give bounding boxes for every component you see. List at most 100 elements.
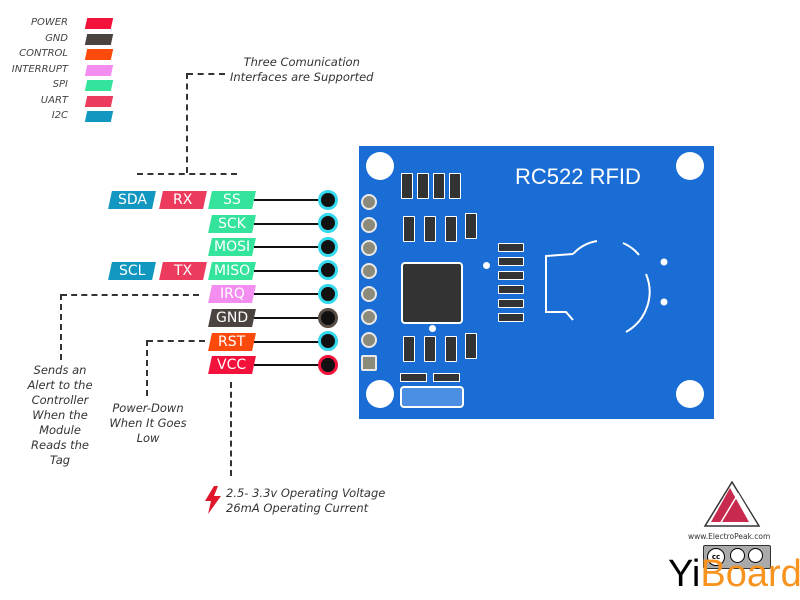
pin-wire — [254, 246, 322, 249]
irq-leader-v — [60, 294, 62, 360]
legend-label: CONTROL — [19, 48, 68, 59]
legend-swatch — [84, 18, 114, 29]
smd-component — [445, 216, 457, 242]
header-pin — [361, 355, 377, 371]
pin-label-text: MISO — [213, 262, 251, 279]
pin-label-text: SCK — [218, 215, 246, 232]
watermark: YiBoard — [668, 552, 800, 596]
pin-label-text: GND — [215, 310, 249, 326]
pin-label-text: IRQ — [219, 286, 245, 303]
pin-wire — [254, 199, 322, 201]
irq-note-line: When the — [32, 408, 88, 422]
legend-swatch — [84, 80, 114, 91]
alt-label-text: RX — [173, 192, 193, 208]
pin-connector — [318, 213, 338, 234]
rst-leader-v — [146, 340, 148, 396]
pin-wire — [254, 364, 322, 367]
pin-wire — [254, 340, 322, 343]
smd-component — [401, 173, 413, 199]
rst-note-line: Low — [136, 431, 160, 445]
smd-component — [498, 257, 524, 266]
irq-note-line: Alert to the — [27, 378, 93, 392]
smd-component — [403, 336, 415, 362]
interfaces-note-line: Interfaces are Supported — [230, 70, 374, 84]
header-pin — [361, 194, 377, 210]
pin-wire — [254, 317, 322, 319]
pin-wire — [254, 269, 322, 272]
power-note: 2.5- 3.3v Operating Voltage 26mA Operati… — [226, 486, 385, 516]
alt-label-rx: RX — [159, 191, 207, 209]
pin-label-rst: RST — [208, 332, 256, 351]
smd-component — [417, 173, 429, 199]
legend-swatch — [84, 111, 114, 122]
board-title: RC522 RFID — [515, 164, 641, 189]
legend-swatch — [84, 64, 114, 76]
pin-connector — [318, 307, 338, 328]
watermark-board: Board — [700, 553, 800, 595]
legend-label: GND — [45, 32, 68, 44]
rst-leader-h — [147, 340, 205, 342]
pin-label-miso: MISO — [208, 261, 256, 280]
electropeak-logo — [703, 480, 761, 527]
smd-component — [465, 333, 477, 359]
pin-wire — [254, 222, 322, 225]
pin-connector — [318, 283, 338, 304]
header-pin — [361, 286, 377, 302]
irq-note-line: Tag — [49, 453, 71, 467]
by-icon — [730, 548, 745, 563]
interfaces-bracket — [137, 173, 237, 175]
smd-component — [433, 373, 460, 382]
watermark-yi: Yi — [668, 553, 701, 595]
pin-label-text: MOSI — [213, 239, 251, 256]
pin-label-text: VCC — [217, 357, 247, 374]
legend-label: INTERRUPT — [11, 63, 68, 75]
smd-component — [424, 336, 436, 362]
legend-label: UART — [40, 94, 68, 106]
smd-component — [498, 271, 524, 280]
smd-component — [449, 173, 461, 199]
legend-swatch — [84, 95, 114, 107]
smd-component — [498, 313, 524, 322]
pin-label-text: RST — [218, 333, 246, 350]
smd-component — [424, 216, 436, 242]
pin-connector — [318, 236, 338, 257]
smd-component — [433, 173, 445, 199]
pcb-via — [429, 325, 436, 332]
pcb-via — [483, 262, 490, 269]
smd-component — [498, 285, 524, 294]
pin-connector — [318, 331, 338, 352]
smd-component — [498, 299, 524, 308]
pin-label-sck: SCK — [208, 214, 256, 233]
pin-label-mosi: MOSI — [208, 238, 256, 257]
electropeak-url: www.ElectroPeak.com — [688, 532, 771, 541]
rst-note-line: When It Goes — [109, 416, 187, 430]
mounting-hole — [676, 152, 704, 180]
pin-label-gnd: GND — [208, 309, 256, 327]
current-text: 26mA Operating Current — [226, 501, 369, 515]
pin-label-text: SS — [223, 192, 241, 208]
smd-component — [465, 213, 477, 239]
header-pin — [361, 263, 377, 279]
pin-connector — [318, 354, 338, 375]
mounting-hole — [676, 380, 704, 408]
sa-icon — [748, 548, 763, 563]
irq-note-line: Controller — [31, 393, 89, 407]
mounting-hole — [366, 380, 394, 408]
pin-label-ss: SS — [208, 191, 256, 209]
irq-note-line: Reads the — [31, 438, 89, 452]
pin-connector — [318, 260, 338, 281]
smd-component — [498, 243, 524, 252]
ic-chip — [401, 262, 463, 324]
legend-label: I2C — [51, 110, 68, 121]
pin-label-irq: IRQ — [208, 285, 256, 304]
rc522-board: RC522 RFID — [359, 146, 714, 419]
smd-component — [403, 216, 415, 242]
header-pin — [361, 309, 377, 325]
cc-icon: cc — [707, 548, 725, 566]
irq-note-line: Module — [39, 423, 81, 437]
pin-label-vcc: VCC — [208, 356, 256, 375]
legend-swatch — [84, 49, 114, 60]
alt-label-tx: TX — [159, 261, 207, 280]
interfaces-leader-v — [186, 73, 188, 173]
